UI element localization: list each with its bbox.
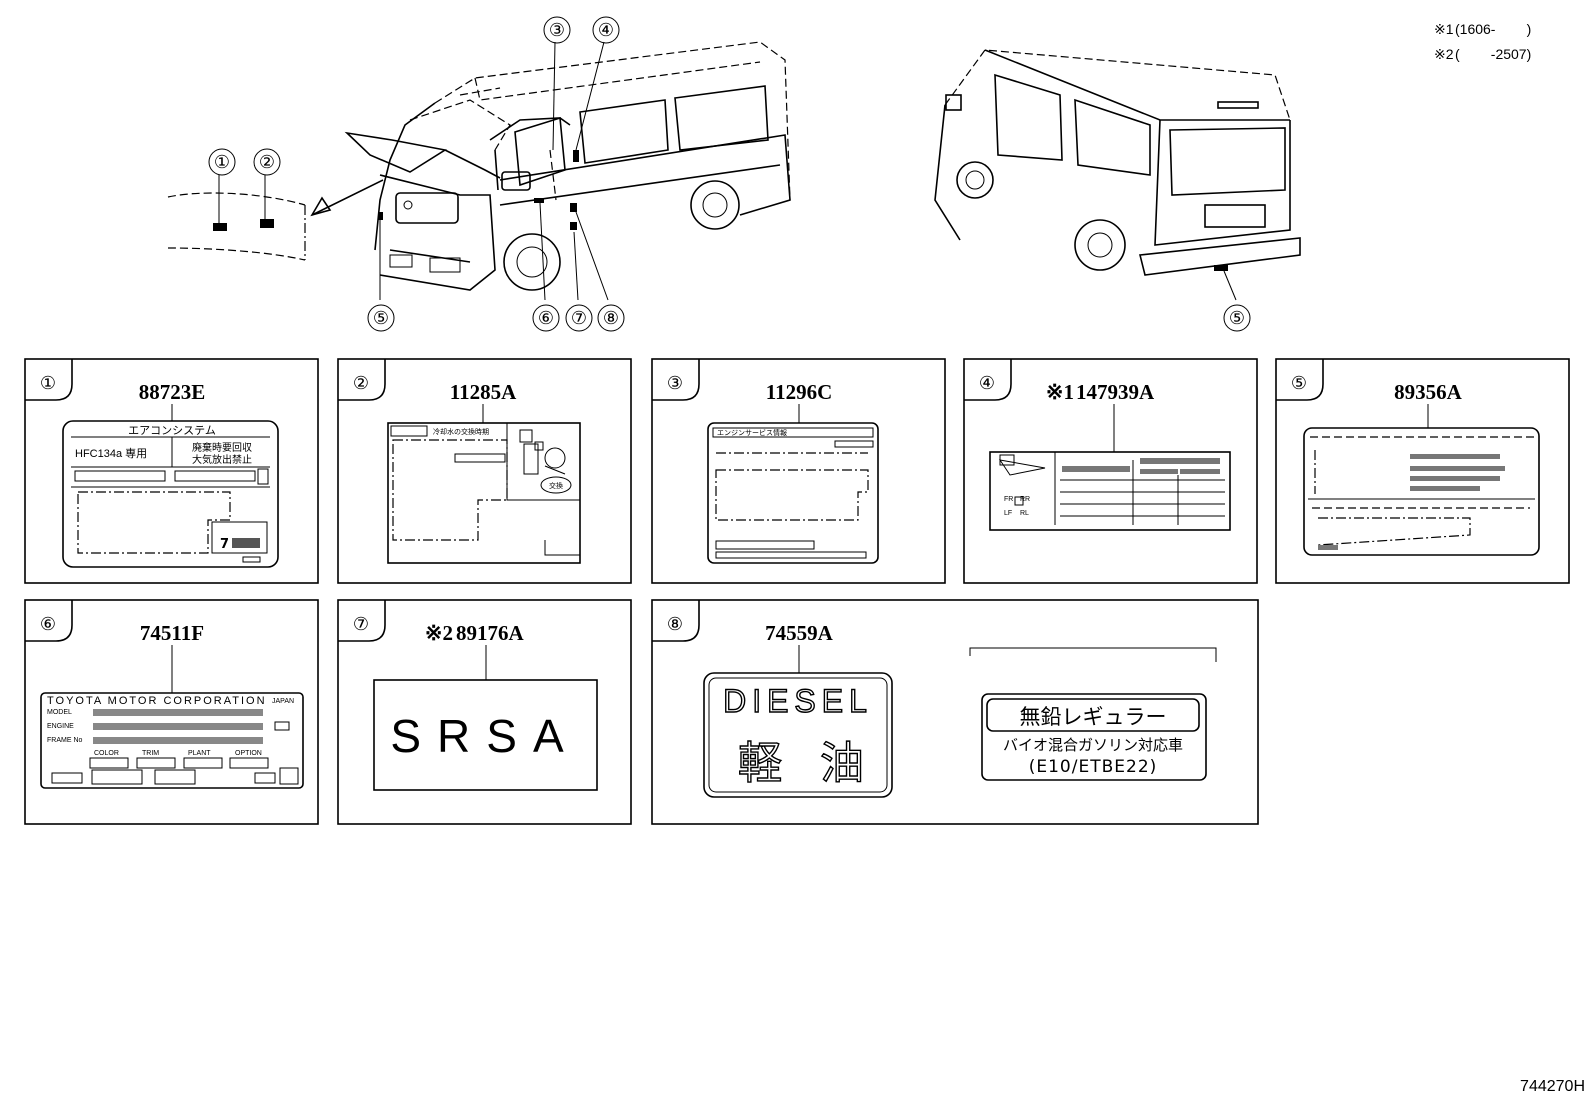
rear-van-illustration: [934, 49, 1301, 301]
label-box-5: ⑤ 89356A: [1275, 358, 1570, 584]
figure-code: 744270H: [1520, 1078, 1585, 1095]
box-3-num: ③: [667, 373, 683, 393]
box-4-mark: ※1: [1046, 380, 1074, 404]
box-8-diesel: DIESEL: [723, 683, 873, 719]
box-4-rr: RR: [1020, 496, 1030, 503]
box-6-plant: PLANT: [188, 750, 211, 757]
box-1-num: ①: [40, 373, 56, 393]
box-6-maker: TOYOTA MOTOR CORPORATION: [47, 695, 267, 707]
box-6-frame: FRAME No: [47, 737, 83, 744]
callout-top-8: ⑧: [603, 308, 619, 328]
note-1-mark: ※1: [1434, 21, 1454, 37]
box-1-warning-2: 大気放出禁止: [192, 453, 252, 466]
box-3-title: エンジンサービス情報: [717, 428, 787, 437]
box-8-kanji-1: 軽: [738, 738, 782, 789]
box-6-model: MODEL: [47, 709, 72, 716]
box-8-e10: (E10/ETBE22): [1029, 757, 1158, 777]
box-3-part-number: 11296C: [766, 380, 833, 404]
callout-top-7: ⑦: [571, 308, 587, 328]
note-2-mark: ※2: [1434, 46, 1454, 62]
box-2-title: 冷却水の交換時期: [433, 427, 489, 436]
applicability-notes: ※1 (1606- ) ※2 ( -2507): [1434, 21, 1531, 62]
box-6-part-number: 74511F: [140, 621, 204, 645]
label-box-1: ① 88723E エアコンシステム HFC134a 専用 廃棄時要回収 大気放出…: [24, 358, 319, 584]
box-2-num: ②: [353, 373, 369, 393]
callout-top-4: ④: [598, 20, 614, 40]
box-2-badge: 交換: [549, 481, 563, 490]
box-8-kanji-2: 油: [820, 738, 864, 789]
callout-top-5-rear: ⑤: [1229, 308, 1245, 328]
callout-top-1: ①: [214, 152, 230, 172]
box-1-part-number: 88723E: [139, 380, 206, 404]
note-1-text: (1606- ): [1455, 21, 1531, 37]
label-box-3: ③ 11296C エンジンサービス情報: [651, 358, 946, 584]
note-2-text: ( -2507): [1455, 46, 1531, 62]
box-1-warning-1: 廃棄時要回収: [192, 441, 252, 454]
box-7-part-number: 89176A: [456, 621, 525, 645]
box-5-part-number: 89356A: [1394, 380, 1463, 404]
box-8-num: ⑧: [667, 614, 683, 634]
callout-top-6: ⑥: [538, 308, 554, 328]
box-4-num: ④: [979, 373, 995, 393]
box-4-rl: RL: [1020, 510, 1029, 517]
callout-top-3: ③: [549, 20, 565, 40]
box-6-engine: ENGINE: [47, 723, 74, 730]
box-6-num: ⑥: [40, 614, 56, 634]
box-7-num: ⑦: [353, 614, 369, 634]
box-1-mark: 7: [220, 537, 229, 552]
box-6-option: OPTION: [235, 750, 262, 757]
front-van-illustration: [167, 41, 791, 301]
box-1-title: エアコンシステム: [128, 424, 216, 437]
box-8-bio: バイオ混合ガソリン対応車: [1003, 736, 1183, 754]
box-6-trim: TRIM: [142, 750, 159, 757]
box-4-lf: LF: [1004, 510, 1012, 517]
box-4-fr: FR: [1004, 496, 1013, 503]
box-6-country: JAPAN: [272, 698, 294, 705]
box-2-part-number: 11285A: [450, 380, 517, 404]
box-7-mark: ※2: [425, 621, 453, 645]
box-7-text: SRSA: [390, 710, 579, 762]
label-box-4: ④ ※1 147939A FR RR LF RL: [963, 358, 1258, 584]
box-8-part-number: 74559A: [765, 621, 834, 645]
box-6-color: COLOR: [94, 750, 119, 757]
callout-top-2: ②: [259, 152, 275, 172]
label-box-7: ⑦ ※2 89176A SRSA: [337, 599, 632, 825]
label-box-8: ⑧ 74559A DIESEL 軽 油 無鉛レギュラー バイオ混合ガソリン対応車…: [651, 599, 1259, 825]
callout-top-5-front: ⑤: [373, 308, 389, 328]
box-1-refrigerant: HFC134a 専用: [75, 447, 147, 460]
top-callouts: ① ② ③ ④ ⑤ ⑥ ⑦ ⑧ ⑤: [208, 16, 1251, 332]
box-4-part-number: 147939A: [1076, 380, 1155, 404]
label-box-2: ② 11285A 冷却水の交換時期 交換: [337, 358, 632, 584]
box-5-num: ⑤: [1291, 373, 1307, 393]
label-box-6: ⑥ 74511F TOYOTA MOTOR CORPORATION JAPAN …: [24, 599, 319, 825]
box-8-unleaded: 無鉛レギュラー: [1020, 705, 1167, 729]
